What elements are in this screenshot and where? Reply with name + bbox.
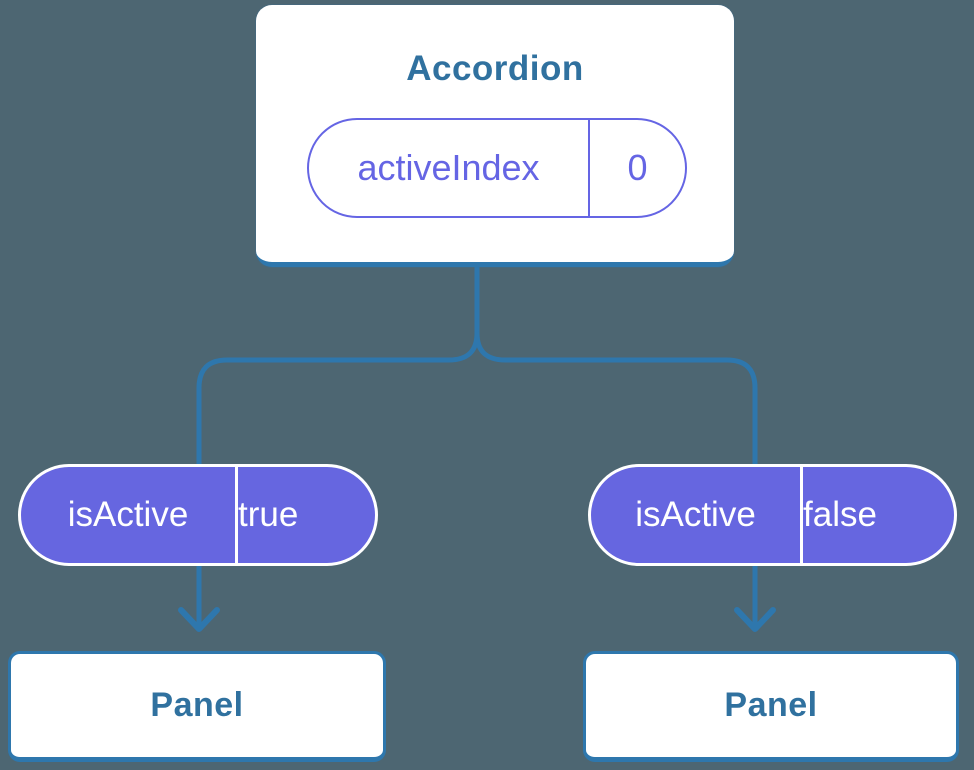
active-index-prop-pill: activeIndex 0 [307, 118, 687, 218]
prop-name-label: isActive [21, 467, 238, 563]
prop-value-label: true [238, 495, 299, 534]
prop-name-label: isActive [591, 467, 803, 563]
left-branch-line [196, 330, 480, 631]
prop-value-label: 0 [627, 147, 648, 188]
panel-node: Panel [8, 651, 386, 762]
accordion-node-title: Accordion [406, 49, 584, 88]
prop-name-label: activeIndex [309, 120, 590, 216]
panel-node-title: Panel [150, 686, 244, 724]
prop-value-label: false [803, 495, 877, 534]
panel-node: Panel [583, 651, 959, 762]
is-active-true-pill: isActive true [18, 464, 378, 566]
left-arrow-down-icon [178, 607, 220, 632]
is-active-false-pill: isActive false [588, 464, 957, 566]
right-branch-line [474, 330, 758, 631]
right-arrow-down-icon [734, 607, 776, 632]
panel-node-title: Panel [724, 686, 818, 724]
accordion-node: Accordion activeIndex 0 [256, 5, 734, 267]
